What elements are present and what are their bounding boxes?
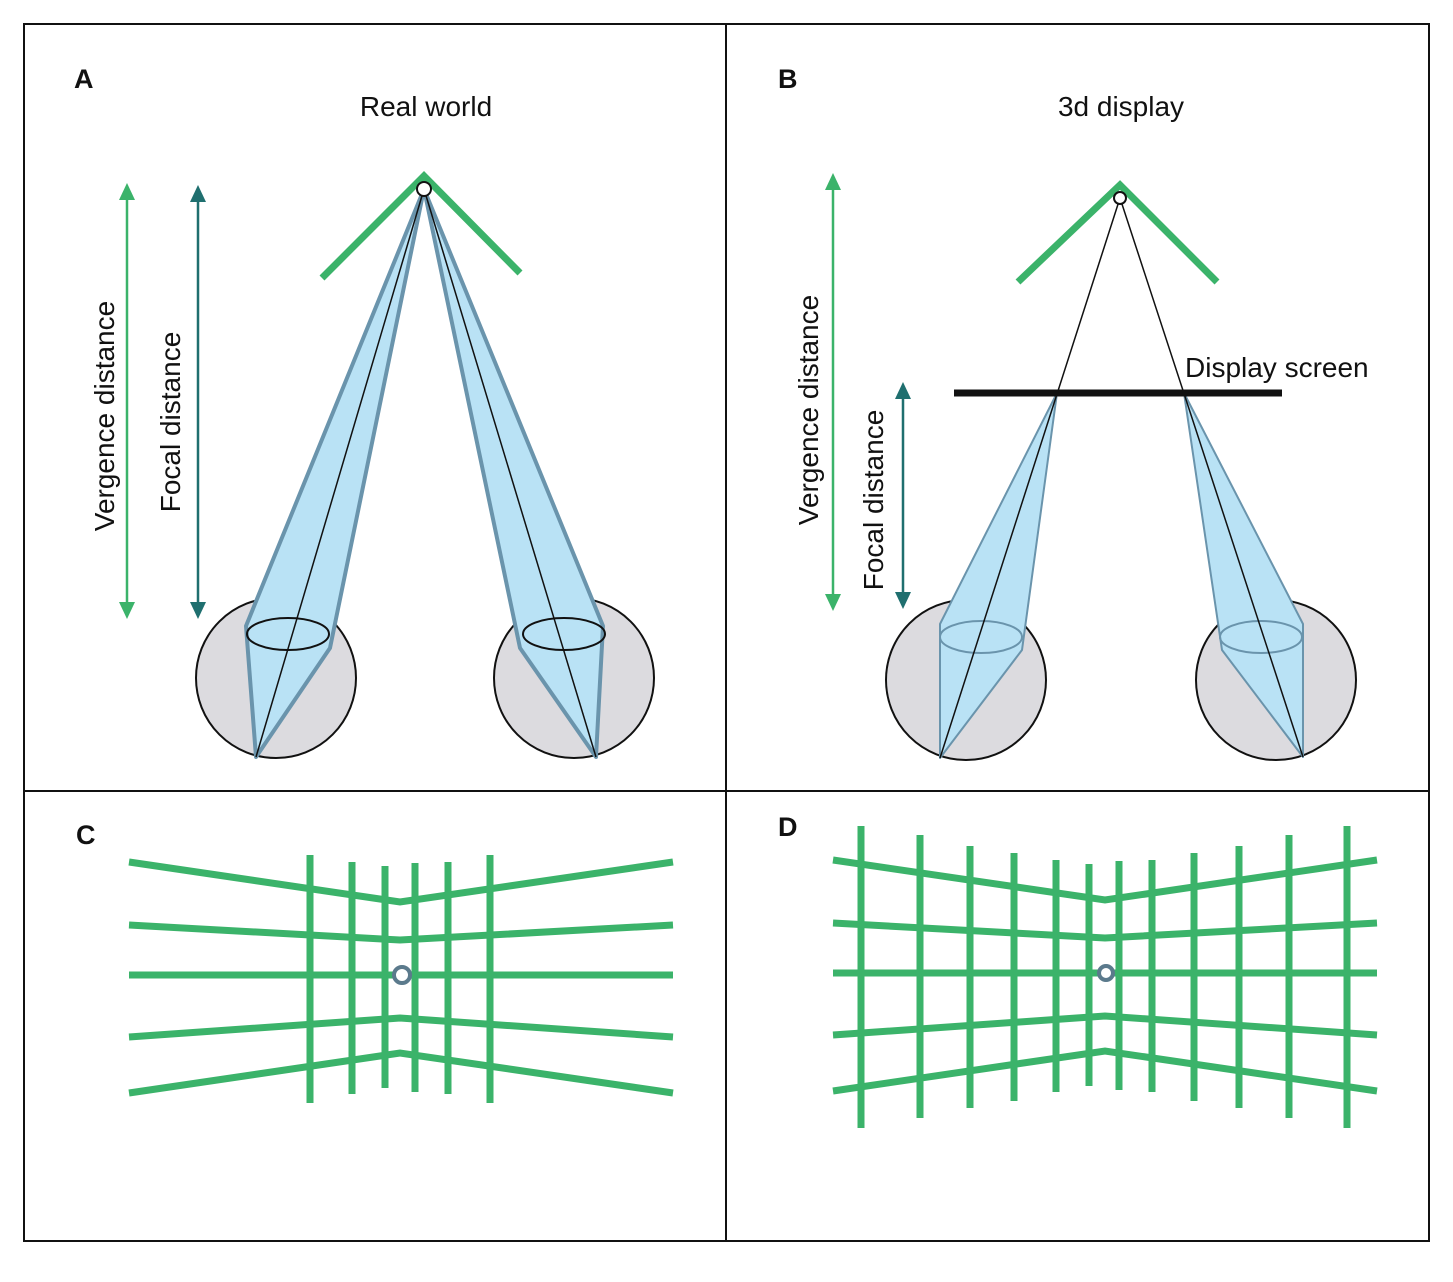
grid-line bbox=[832, 919, 1378, 942]
panel-a-letter: A bbox=[74, 64, 94, 94]
grid-line bbox=[128, 921, 674, 944]
right-chief-ray bbox=[423, 188, 597, 758]
fixation-point bbox=[392, 965, 412, 985]
panel-frame bbox=[23, 23, 1430, 1242]
panel-b-title: 3d display bbox=[1058, 91, 1184, 122]
panel-b-letter: B bbox=[778, 64, 798, 94]
panel-c-letter: C bbox=[76, 820, 96, 850]
target-chevron bbox=[1015, 180, 1220, 285]
focal-distance-label: Focal distance bbox=[155, 332, 186, 513]
vergence-distance-arrow bbox=[825, 173, 841, 611]
focal-distance-label: Focal distance bbox=[858, 410, 889, 591]
vergence-distance-label: Vergence distance bbox=[793, 295, 824, 525]
right-pupil bbox=[1219, 620, 1303, 654]
fixation-point bbox=[1113, 191, 1127, 205]
grid-line bbox=[832, 1047, 1378, 1095]
panel-a-title: Real world bbox=[360, 91, 492, 122]
fixation-point bbox=[1097, 964, 1115, 982]
left-chief-ray bbox=[255, 188, 425, 758]
fixation-point bbox=[416, 181, 432, 197]
focal-distance-arrow bbox=[895, 382, 911, 609]
grid-line bbox=[832, 1012, 1378, 1039]
vergence-distance-arrow bbox=[119, 183, 135, 619]
panel-b: B 3d display Display screen Vergence dis… bbox=[778, 64, 1369, 761]
grid-line bbox=[128, 1014, 674, 1041]
target-chevron bbox=[319, 171, 523, 281]
left-chief-ray bbox=[939, 197, 1121, 759]
panel-c: C bbox=[76, 820, 674, 1130]
grid-line bbox=[128, 858, 674, 906]
grid-c bbox=[128, 828, 674, 1130]
grid-line bbox=[128, 1049, 674, 1097]
grid-line bbox=[832, 856, 1378, 904]
right-chief-ray bbox=[1119, 197, 1304, 758]
display-screen-label: Display screen bbox=[1185, 352, 1369, 383]
focal-distance-arrow bbox=[190, 185, 206, 619]
left-pupil bbox=[939, 620, 1023, 654]
panel-d: D bbox=[778, 812, 1378, 1128]
vergence-distance-label: Vergence distance bbox=[89, 301, 120, 531]
panel-d-letter: D bbox=[778, 812, 798, 842]
panel-a: A Real world Vergence distance bbox=[74, 64, 655, 759]
